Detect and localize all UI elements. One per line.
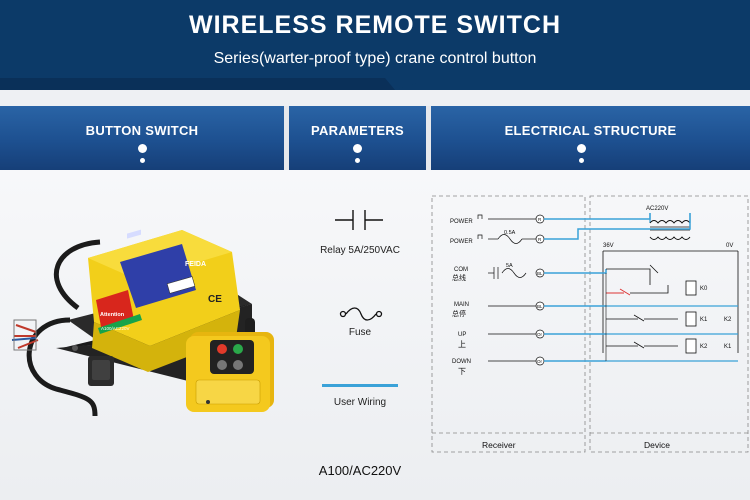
model-tag <box>98 314 142 334</box>
transformer-label: AC220V <box>646 206 668 212</box>
page-header: WIRELESS REMOTE SWITCH Series(warter-pro… <box>0 0 750 90</box>
wiring-diagram: AC220V 36V 0V POWER POWER 0.5A R R COM 总… <box>431 195 749 453</box>
fuse-label: Fuse <box>348 327 372 338</box>
svg-text:5A: 5A <box>506 263 513 269</box>
tab-label: BUTTON SWITCH <box>85 123 199 138</box>
svg-text:Or: Or <box>537 332 543 337</box>
power-label-2: POWER <box>450 239 473 245</box>
page-title: WIRELESS REMOTE SWITCH <box>189 11 561 39</box>
receiver-panel <box>120 244 196 308</box>
main-label: MAIN <box>454 302 469 308</box>
handset-start-button <box>233 344 243 354</box>
ce-badge: CE <box>208 294 222 305</box>
svg-text:上: 上 <box>458 340 466 349</box>
tab-label: ELECTRICAL STRUCTURE <box>504 123 677 138</box>
dot-icon <box>579 158 584 163</box>
tab-label: PARAMETERS <box>310 123 405 138</box>
svg-text:下: 下 <box>458 367 466 376</box>
tab-electrical-structure[interactable]: ELECTRICAL STRUCTURE <box>431 106 750 170</box>
power-label-1: POWER <box>450 219 473 225</box>
svg-text:K1: K1 <box>700 317 708 323</box>
handset-stop-button <box>217 344 227 354</box>
model-number: A100/AC220V <box>318 463 402 478</box>
user-wiring-label: User Wiring <box>333 397 387 408</box>
device-caption: Device <box>644 440 670 450</box>
product-illustration: FEIDA Attention A100/AC220V CE <box>11 229 274 417</box>
receiver-brand: FEIDA <box>185 261 206 268</box>
svg-text:K0: K0 <box>700 286 708 292</box>
svg-text:K2: K2 <box>700 344 708 350</box>
relay-label: Relay 5A/250VAC <box>320 245 400 256</box>
power-fuse-rating: 0.5A <box>504 230 516 236</box>
svg-text:Or: Or <box>537 359 543 364</box>
user-wiring-line <box>322 384 398 387</box>
svg-text:36V: 36V <box>603 243 614 249</box>
receiver-box <box>431 195 586 453</box>
receiver-caption: Receiver <box>482 440 516 450</box>
device-box <box>589 195 749 453</box>
svg-text:K1: K1 <box>724 344 732 350</box>
up-label: UP <box>458 332 466 338</box>
svg-text:K2: K2 <box>724 317 732 323</box>
relay-contact-icon <box>335 210 383 230</box>
svg-text:BL: BL <box>537 304 543 309</box>
dot-icon <box>353 144 362 153</box>
dot-icon <box>140 158 145 163</box>
header-decoration <box>0 0 750 90</box>
fuse-icon <box>339 307 383 321</box>
svg-text:总停: 总停 <box>452 309 466 318</box>
svg-text:BL: BL <box>537 271 543 276</box>
handset-up-button <box>217 360 227 370</box>
tab-parameters[interactable]: PARAMETERS <box>289 106 426 170</box>
svg-text:0V: 0V <box>726 243 733 249</box>
cable <box>26 317 98 417</box>
tab-button-switch[interactable]: BUTTON SWITCH <box>0 106 284 170</box>
svg-text:R: R <box>538 237 542 242</box>
dot-icon <box>577 144 586 153</box>
warning-text: Attention <box>100 312 125 318</box>
dot-icon <box>355 158 360 163</box>
down-label: DOWN <box>452 359 471 365</box>
dot-icon <box>138 144 147 153</box>
page-subtitle: Series(warter-proof type) crane control … <box>213 50 537 67</box>
svg-text:R: R <box>538 217 542 222</box>
com-label: COM <box>454 267 468 273</box>
svg-text:总线: 总线 <box>452 273 466 282</box>
section-tabs: BUTTON SWITCH PARAMETERS ELECTRICAL STRU… <box>0 106 750 170</box>
handset-down-button <box>233 360 243 370</box>
model-tag-text: A100/AC220V <box>101 326 130 331</box>
